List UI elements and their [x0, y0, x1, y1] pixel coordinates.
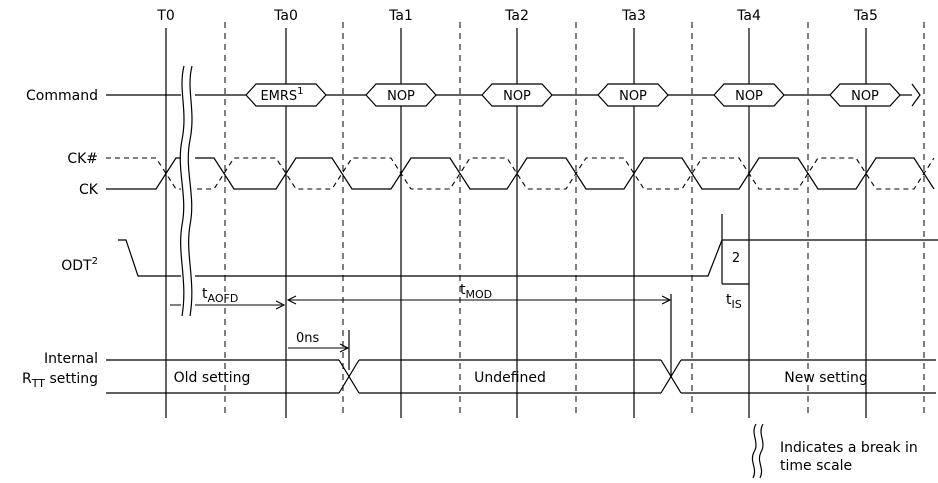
clock-label-ta5: Ta5	[853, 8, 878, 24]
new-setting-label: New setting	[784, 370, 868, 386]
nop-command: NOP	[619, 89, 647, 104]
legend-text-line2: time scale	[780, 458, 852, 474]
nop-command: NOP	[503, 89, 531, 104]
clock-label-ta0: Ta0	[273, 8, 298, 24]
clock-label-ta2: Ta2	[504, 8, 529, 24]
odt-label: ODT2	[61, 256, 98, 274]
command-labels: EMRS1 NOP NOP NOP NOP NOP	[260, 86, 879, 104]
ck-label: CK	[79, 182, 99, 198]
ck-n-waveform	[106, 157, 935, 190]
old-setting-label: Old setting	[174, 370, 251, 386]
nop-command: NOP	[851, 89, 879, 104]
ck-n-label: CK#	[67, 151, 98, 167]
time-break-symbol	[179, 65, 195, 317]
clock-label-t0: T0	[156, 8, 174, 24]
undefined-label: Undefined	[474, 370, 546, 386]
odt-marker-2: 2	[732, 251, 740, 266]
rtt-setting-label: RTT setting	[22, 371, 98, 390]
legend-text-line1: Indicates a break in	[780, 440, 918, 456]
internal-label: Internal	[44, 351, 98, 367]
zero-ns-label: 0ns	[296, 331, 320, 346]
nop-command: NOP	[735, 89, 763, 104]
clock-label-ta3: Ta3	[621, 8, 646, 24]
command-signal	[106, 83, 921, 107]
tis-label: tIS	[726, 292, 742, 311]
command-label: Command	[26, 88, 98, 104]
signal-labels: Command CK# CK ODT2 Internal RTT setting	[22, 88, 99, 390]
zero-ns-arrow	[288, 343, 350, 353]
grid-lines	[224, 22, 925, 418]
odt-waveform	[118, 239, 938, 277]
ck-waveform	[106, 157, 935, 190]
rtt-bus	[106, 359, 936, 394]
tmod-label: tMOD	[460, 282, 492, 301]
legend-break-icon	[751, 423, 764, 479]
emrs-command: EMRS1	[260, 86, 303, 104]
nop-command: NOP	[387, 89, 415, 104]
clock-label-ta4: Ta4	[736, 8, 761, 24]
clock-label-ta1: Ta1	[388, 8, 413, 24]
tmod-arrow	[286, 295, 672, 305]
clock-labels: T0 Ta0 Ta1 Ta2 Ta3 Ta4 Ta5	[156, 8, 878, 24]
taofd-label: tAOFD	[202, 286, 238, 305]
